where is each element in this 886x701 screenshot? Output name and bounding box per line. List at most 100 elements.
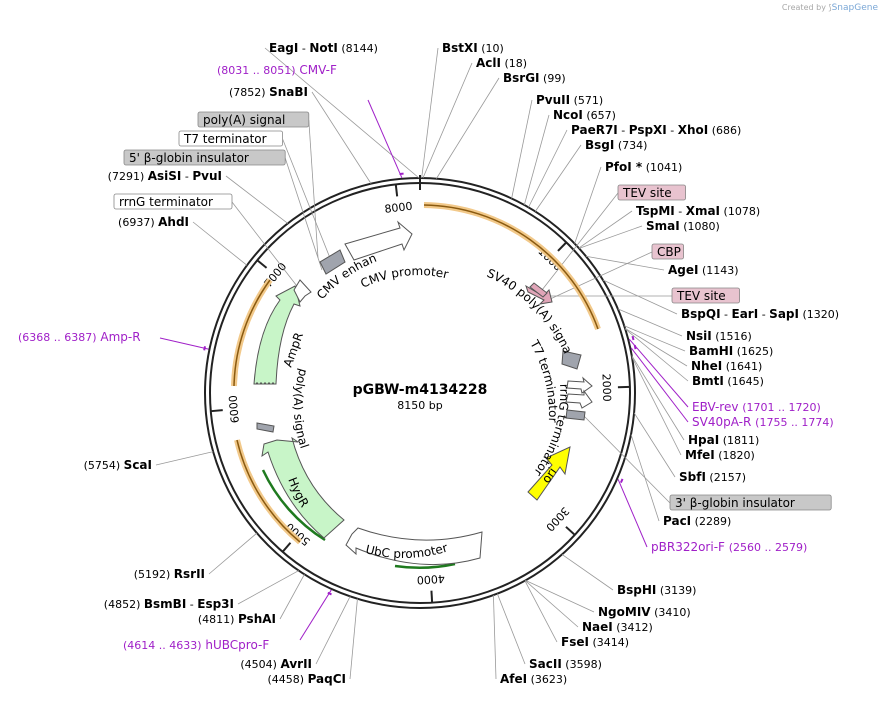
feature-tag-label[interactable]: rrnG terminator: [119, 195, 213, 209]
enzyme-label[interactable]: AclI (18): [476, 56, 527, 70]
feature-leader-line: [541, 192, 619, 291]
enzyme-label[interactable]: (7291) AsiSI - PvuI: [108, 169, 222, 183]
enzyme-label[interactable]: (6937) AhdI: [118, 215, 189, 229]
enzyme-label[interactable]: BspQI - EarI - SapI (1320): [681, 307, 839, 321]
feature-tag-label[interactable]: TEV site: [676, 289, 726, 303]
enzyme-label[interactable]: (4852) BsmBI - Esp3I: [104, 597, 234, 611]
enzyme-label[interactable]: PvuII (571): [536, 93, 603, 107]
primer-range: (8031 .. 8051): [217, 64, 296, 77]
enzyme-leader-line: [574, 166, 602, 244]
enzyme-label[interactable]: NcoI (657): [553, 108, 616, 122]
feature-tag-label[interactable]: 5' β-globin insulator: [129, 151, 249, 165]
feature-tag-label[interactable]: poly(A) signal: [203, 113, 285, 127]
enzyme-label[interactable]: PfoI * (1041): [605, 160, 682, 174]
enzyme-label[interactable]: MfeI (1820): [685, 448, 755, 462]
feature-leader-line: [282, 138, 331, 259]
enzyme-leader-line: [602, 279, 678, 315]
enzyme-label[interactable]: BspHI (3139): [617, 583, 696, 597]
enzyme-label[interactable]: (7852) SnaBI: [229, 85, 308, 99]
feature-tag-label[interactable]: CBP: [657, 245, 681, 259]
hygr-arrow: [261, 436, 345, 539]
enzyme-label[interactable]: SbfI (2157): [679, 470, 746, 484]
enzyme-label[interactable]: NsiI (1516): [686, 329, 752, 343]
enzyme-label[interactable]: NaeI (3412): [582, 620, 653, 634]
primer-name: hUBCpro-F: [205, 638, 269, 652]
enzyme-label[interactable]: PaeR7I - PspXI - XhoI (686): [571, 123, 741, 137]
primer-name: CMV-F: [299, 63, 337, 77]
feature-tag-box: [671, 287, 740, 304]
enzyme-label[interactable]: EagI - NotI (8144): [269, 41, 378, 55]
enzyme-name: PacI: [663, 514, 691, 528]
enzyme-label[interactable]: NgoMIV (3410): [598, 605, 691, 619]
enzyme-name: SapI: [769, 307, 799, 321]
enzyme-name: AclI: [476, 56, 501, 70]
enzyme-separator: -: [758, 308, 769, 321]
primer-range: (6368 .. 6387): [18, 331, 97, 344]
enzyme-leader-line: [349, 598, 358, 680]
enzyme-leader-line: [624, 328, 689, 382]
enzyme-leader-line: [422, 62, 473, 179]
enzyme-label[interactable]: BamHI (1625): [689, 344, 773, 358]
primer-label[interactable]: pBR322ori-F (2560 .. 2579): [651, 540, 807, 554]
enzyme-label[interactable]: (4811) PshAI: [198, 612, 276, 626]
feature-tag-label[interactable]: 3' β-globin insulator: [675, 496, 795, 510]
enzyme-label[interactable]: (5192) RsrII: [134, 567, 205, 581]
enzyme-position: (1516): [715, 330, 752, 343]
enzyme-label[interactable]: BstXI (10): [442, 41, 504, 55]
enzyme-label[interactable]: AgeI (1143): [668, 263, 739, 277]
snapgene-credit: Created by ⟆SnapGene: [782, 3, 878, 13]
tick-mark: [557, 241, 568, 252]
tev-marker-a: [529, 282, 548, 298]
enzyme-name: SmaI: [646, 219, 680, 233]
label-polya-signal: poly(A) signal: [291, 367, 312, 450]
enzyme-label[interactable]: SmaI (1080): [646, 219, 720, 233]
enzyme-position: (1080): [683, 220, 720, 233]
primer-range: (4614 .. 4633): [123, 639, 202, 652]
enzyme-label[interactable]: BsrGI (99): [503, 71, 566, 85]
enzyme-label[interactable]: (4504) AvrII: [240, 657, 312, 671]
enzyme-label[interactable]: HpaI (1811): [688, 433, 759, 447]
enzyme-name: BmtI: [692, 374, 724, 388]
enzyme-label[interactable]: TspMI - XmaI (1078): [636, 204, 760, 218]
enzyme-label[interactable]: SacII (3598): [529, 657, 602, 671]
enzyme-name: RsrII: [174, 567, 205, 581]
primer-leader-line: [630, 347, 689, 423]
primer-label[interactable]: (4614 .. 4633) hUBCpro-F: [123, 638, 269, 652]
enzyme-position: (1641): [726, 360, 763, 373]
feature-tag-label[interactable]: T7 terminator: [183, 132, 267, 146]
hygr-orf-green-2: [394, 562, 456, 569]
primer-label[interactable]: (8031 .. 8051) CMV-F: [217, 63, 337, 77]
cmv-enhancer-box: [319, 249, 346, 275]
enzyme-label[interactable]: FseI (3414): [561, 635, 629, 649]
primer-range: (1755 .. 1774): [755, 416, 834, 429]
enzyme-position: (3598): [565, 658, 602, 671]
enzyme-name: NcoI: [553, 108, 583, 122]
enzyme-position: (10): [481, 42, 504, 55]
enzyme-label[interactable]: (5754) ScaI: [84, 458, 152, 472]
enzyme-label[interactable]: (4458) PaqCI: [267, 672, 346, 686]
enzyme-label[interactable]: AfeI (3623): [500, 672, 567, 686]
enzyme-label[interactable]: NheI (1641): [691, 359, 762, 373]
enzyme-label[interactable]: BmtI (1645): [692, 374, 764, 388]
plasmid-size: 8150 bp: [397, 399, 442, 412]
tick-label: 6000: [227, 395, 242, 424]
primer-marker: [619, 478, 624, 484]
primer-label[interactable]: EBV-rev (1701 .. 1720): [692, 400, 821, 414]
primer-label[interactable]: SV40pA-R (1755 .. 1774): [692, 415, 834, 429]
enzyme-position: (1645): [727, 375, 764, 388]
enzyme-separator: -: [675, 205, 686, 218]
enzyme-position: (4504): [240, 658, 277, 671]
cmv-promoter-arrow: [344, 220, 413, 261]
orf-arc-right: [423, 202, 601, 331]
enzyme-position: (18): [504, 57, 527, 70]
enzyme-label[interactable]: PacI (2289): [663, 514, 731, 528]
enzyme-label[interactable]: BsgI (734): [585, 138, 647, 152]
enzyme-name: AvrII: [280, 657, 312, 671]
enzyme-position: (99): [543, 72, 566, 85]
enzyme-position: (3410): [654, 606, 691, 619]
enzyme-name: XmaI: [686, 204, 720, 218]
plasmid-name: pGBW-m4134228: [353, 382, 488, 398]
primer-label[interactable]: (6368 .. 6387) Amp-R: [18, 330, 141, 344]
enzyme-leader-line: [631, 356, 682, 456]
feature-tag-label[interactable]: TEV site: [622, 186, 672, 200]
